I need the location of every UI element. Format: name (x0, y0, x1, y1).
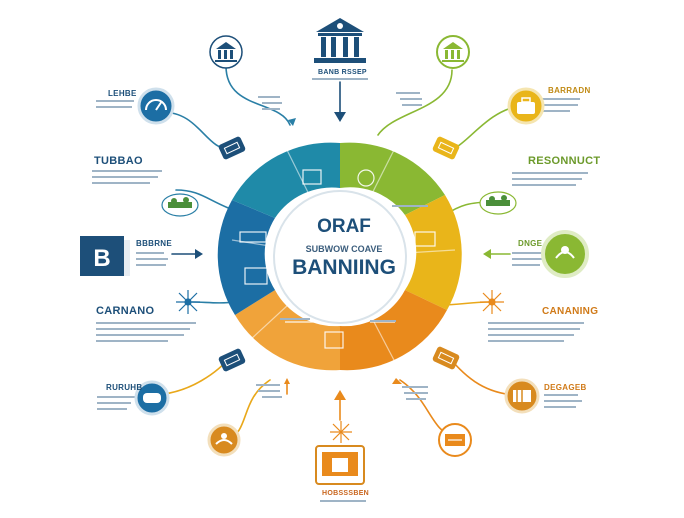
gamepad-icon (134, 380, 170, 416)
label-top-bank: BANB RSSEP (318, 69, 367, 76)
label-right-lower: CANANING (542, 306, 599, 317)
starburst-left-icon (176, 290, 200, 314)
landscape-icon (161, 193, 199, 217)
label-bottom: HOBSSSBEN (322, 490, 370, 497)
bank-small-icon (209, 35, 243, 69)
label-left-lower: CARNANO (96, 305, 155, 317)
landscape-right-icon (479, 191, 517, 215)
bank-green-icon (436, 35, 470, 69)
label-left-book: BBBRNE (136, 239, 173, 248)
label-left-top: LEHBE (108, 89, 137, 98)
starburst-bottom-icon (330, 421, 352, 443)
label-right-mid: RESONNUCT (528, 155, 601, 167)
wallet-icon (432, 346, 460, 370)
card-icon (218, 348, 246, 372)
center-title-main: BANNIING (292, 256, 396, 279)
storefront-icon (315, 445, 365, 485)
label-right-top: BARRADN (548, 86, 591, 95)
svg-text:B: B (93, 245, 110, 272)
hand-pay-icon (541, 230, 589, 278)
label-left-mid: TUBBAO (94, 155, 143, 167)
label-left-bottom: RURUHB (106, 383, 143, 392)
card-terminal-icon (438, 423, 472, 457)
briefcase-icon (507, 87, 545, 125)
gauge-icon (137, 87, 175, 125)
tag-icon (432, 136, 460, 160)
center-title-top: ORAF (317, 216, 371, 237)
ticket-icon (218, 136, 246, 160)
label-right-mid2: DNGE (518, 239, 543, 248)
center-subtitle: SUBWOW COAVE (305, 244, 383, 254)
hand-coin-icon (207, 423, 241, 457)
text-lines (92, 78, 588, 502)
bank-building-icon (314, 18, 366, 63)
chart-box-icon (504, 378, 540, 414)
brand-b-icon: B (80, 236, 130, 276)
starburst-right-icon (480, 290, 504, 314)
donut-wheel (217, 142, 462, 371)
arrowheads (195, 112, 491, 400)
label-right-bottom: DEGAGEB (544, 383, 587, 392)
